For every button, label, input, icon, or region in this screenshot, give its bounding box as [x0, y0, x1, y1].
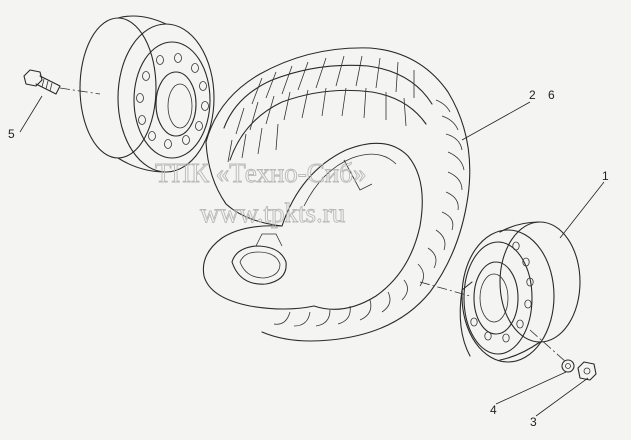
nut [577, 361, 597, 381]
callout-3: 3 [530, 415, 537, 429]
callout-2: 2 [529, 88, 536, 102]
washer [561, 359, 575, 373]
callout-5: 5 [8, 127, 15, 141]
outer-rim [459, 221, 581, 363]
bolt [23, 69, 61, 95]
callout-4: 4 [490, 403, 497, 417]
inner-rim [79, 15, 215, 173]
leader-lines [19, 95, 605, 417]
tyre [202, 47, 471, 342]
axis-lines [59, 87, 567, 363]
callout-6: 6 [548, 88, 555, 102]
callout-1: 1 [602, 169, 609, 183]
watermark-company: ТПК «Техно-Сиб» [155, 158, 366, 188]
watermark-url: www.tpkts.ru [200, 198, 346, 228]
